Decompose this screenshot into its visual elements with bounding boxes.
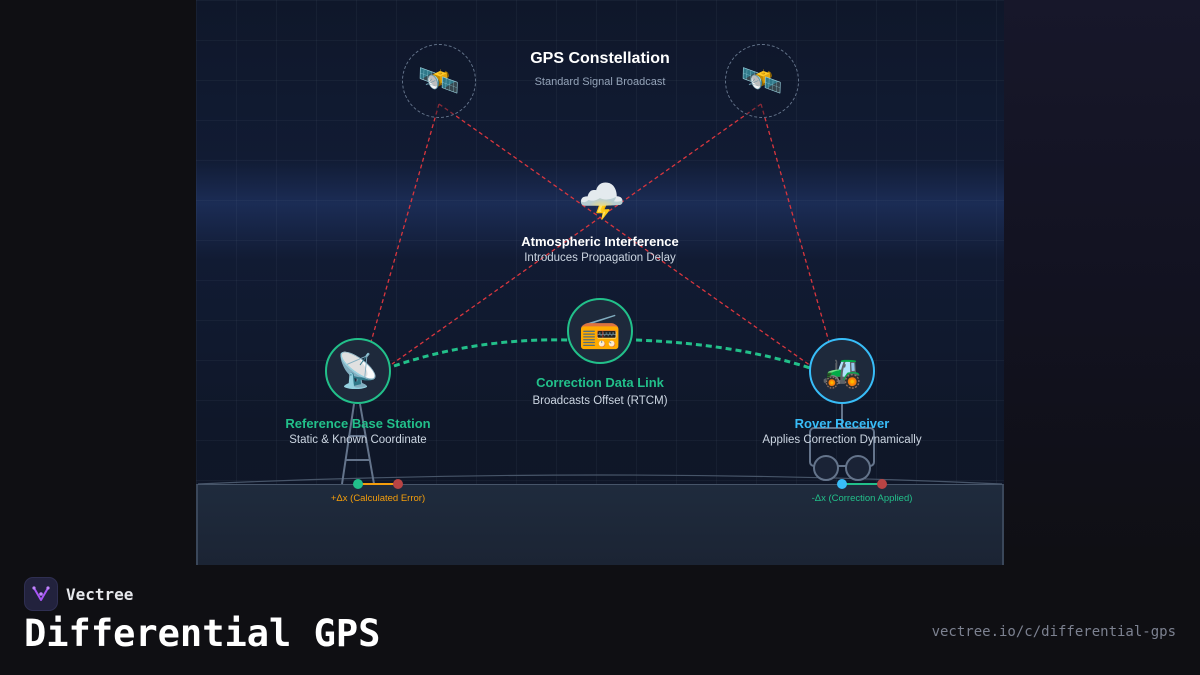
error-start-dot	[353, 479, 363, 489]
rover-node: 🚜	[809, 338, 875, 404]
constellation-label: GPS Constellation Standard Signal Broadc…	[500, 50, 700, 88]
vectree-logo-icon	[24, 577, 58, 611]
page-url-link[interactable]: vectree.io/c/differential-gps	[931, 624, 1176, 640]
satellite-icon: 🛰️	[740, 62, 784, 100]
base-tower	[341, 403, 375, 485]
satellite-right-node: 🛰️	[725, 44, 799, 118]
rover-subtitle: Applies Correction Dynamically	[762, 434, 922, 446]
radio-node: 📻	[567, 298, 633, 364]
signal-sat2-base	[391, 103, 762, 365]
tractor-icon: 🚜	[822, 353, 862, 389]
signal-sat1-rover	[438, 103, 812, 367]
horizon-curve	[197, 474, 1003, 485]
base-station-label: Reference Base Station Static & Known Co…	[258, 416, 458, 446]
atmosphere-title: Atmospheric Interference	[521, 234, 679, 249]
atmosphere-subtitle: Introduces Propagation Delay	[524, 252, 676, 264]
storm-cloud-icon: 🌩️	[578, 181, 626, 223]
rover-vehicle	[809, 404, 875, 481]
link-title: Correction Data Link	[536, 375, 664, 390]
ground-plane	[196, 484, 1004, 565]
background-right-panel	[1004, 0, 1200, 560]
satellite-icon: 🛰️	[417, 62, 461, 100]
link-subtitle: Broadcasts Offset (RTCM)	[532, 395, 668, 407]
correction-label: -Δx (Correction Applied)	[811, 493, 913, 504]
brand-name: Vectree	[66, 584, 134, 604]
diagram-canvas: 🛰️ 🛰️ GPS Constellation Standard Signal …	[196, 0, 1004, 565]
diagram-lines	[197, 103, 1003, 489]
radio-icon: 📻	[578, 312, 622, 350]
constellation-title: GPS Constellation	[530, 50, 670, 67]
page-title: Differential GPS	[24, 612, 381, 655]
error-end-dot	[393, 479, 403, 489]
satellite-dish-icon: 📡	[336, 352, 380, 390]
base-station-title: Reference Base Station	[285, 416, 431, 431]
satellite-left-node: 🛰️	[402, 44, 476, 118]
signal-sat2-rover	[760, 103, 830, 343]
atmosphere-label: Atmospheric Interference Introduces Prop…	[480, 234, 720, 264]
base-station-subtitle: Static & Known Coordinate	[289, 434, 427, 446]
link-label: Correction Data Link Broadcasts Offset (…	[480, 375, 720, 407]
rover-label: Rover Receiver Applies Correction Dynami…	[742, 416, 942, 446]
correction-start-dot	[837, 479, 847, 489]
link-arc-left	[393, 338, 569, 368]
brand[interactable]: Vectree	[24, 577, 133, 611]
signal-sat1-base	[370, 103, 440, 343]
base-station-node: 📡	[325, 338, 391, 404]
constellation-subtitle: Standard Signal Broadcast	[534, 76, 666, 88]
rover-title: Rover Receiver	[794, 416, 890, 431]
error-label: +Δx (Calculated Error)	[330, 493, 426, 504]
link-arc-right	[635, 338, 811, 370]
correction-end-dot	[877, 479, 887, 489]
